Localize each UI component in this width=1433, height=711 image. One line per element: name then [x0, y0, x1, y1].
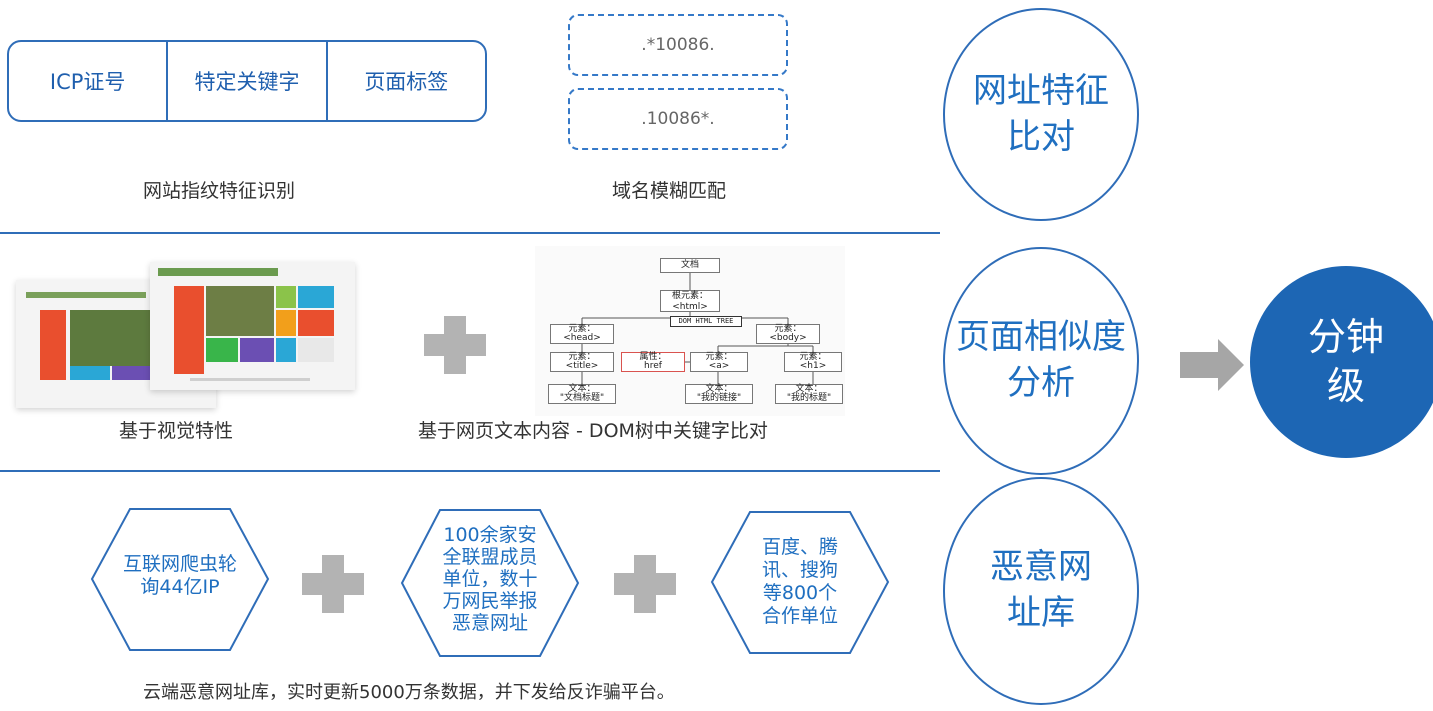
dom-node-root: 文档 [660, 258, 720, 273]
result-circle: 分钟 级 [1250, 266, 1433, 458]
row-divider-bottom [0, 470, 940, 472]
result-line2: 级 [1326, 364, 1365, 408]
similarity-line2: 分析 [1007, 363, 1075, 403]
dom-node-html: 根元素：<html> [660, 290, 720, 312]
malicious-db-caption: 云端恶意网址库，实时更新5000万条数据，并下发给反诈骗平台。 [143, 682, 675, 703]
tab-page-label: 页面标签 [325, 42, 485, 120]
plus-icon [424, 316, 486, 374]
dom-node-title: 元素：<title> [550, 352, 614, 372]
dom-node-h1: 元素：<h1> [784, 352, 842, 372]
fingerprint-tabs: ICP证号 特定关键字 页面标签 [7, 40, 487, 122]
url-feature-circle: 网址特征 比对 [943, 8, 1139, 221]
similarity-circle: 页面相似度 分析 [943, 247, 1139, 475]
hexagon-crawler [90, 508, 270, 651]
tab-icp: ICP证号 [49, 70, 126, 94]
similarity-line1: 页面相似度 [956, 317, 1126, 358]
malicious-line2: 址库 [1007, 593, 1075, 633]
dom-tree: 文档 根元素：<html> DOM HTML TREE 元素：<head> 元素… [535, 246, 845, 416]
tab-keyword: 特定关键字 [166, 42, 325, 120]
domain-pattern-1: .*10086. [568, 14, 788, 76]
result-line1: 分钟 [1307, 314, 1384, 359]
dom-node-text3: 文本："我的标题" [775, 384, 843, 404]
row-divider-top [0, 232, 940, 234]
dom-node-head: 元素：<head> [550, 324, 614, 344]
fingerprint-caption: 网站指纹特征识别 [143, 180, 296, 202]
visual-caption: 基于视觉特性 [119, 420, 234, 442]
dom-node-a: 元素：<a> [690, 352, 748, 372]
page-screenshot-front [150, 262, 355, 390]
right-arrow-icon [1180, 339, 1244, 391]
plus-icon [302, 555, 364, 613]
hex-partners-text: 百度、腾讯、搜狗等800个合作单位 [761, 536, 838, 627]
dom-node-attr: 属性：href [621, 352, 685, 372]
malicious-url-circle: 恶意网 址库 [943, 477, 1139, 705]
hex-alliance-text: 100余家安全联盟成员单位，数十万网民举报恶意网址 [442, 524, 538, 634]
url-feature-line2: 比对 [1007, 116, 1075, 157]
dom-node-text2: 文本："我的链接" [685, 384, 753, 404]
dom-node-text1: 文本："文档标题" [548, 384, 616, 404]
hexagon-alliance [400, 509, 580, 657]
hex-crawler-text: 互联网爬虫轮询44亿IP [122, 553, 237, 598]
dom-node-body: 元素：<body> [756, 324, 820, 344]
domain-pattern-2: .10086*. [568, 88, 788, 150]
hexagon-partners [710, 511, 890, 654]
dom-tree-tag: DOM HTML TREE [670, 316, 742, 327]
domain-caption: 域名模糊匹配 [612, 180, 727, 202]
malicious-line1: 恶意网 [990, 547, 1092, 588]
plus-icon [614, 555, 676, 613]
dom-caption: 基于网页文本内容 - DOM树中关键字比对 [418, 420, 768, 442]
url-feature-line1: 网址特征 [973, 70, 1109, 111]
